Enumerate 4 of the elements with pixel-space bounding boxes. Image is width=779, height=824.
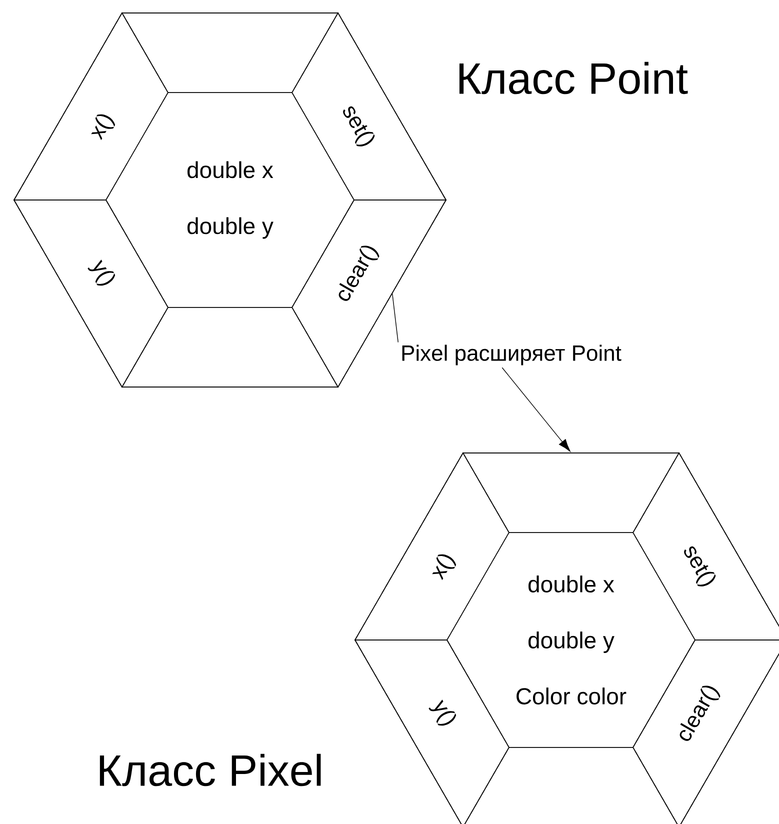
class-title: Класс Pixel [100, 754, 321, 786]
leader-line [392, 293, 398, 343]
arrow [502, 367, 570, 452]
class-title: Класс Point [459, 62, 688, 94]
